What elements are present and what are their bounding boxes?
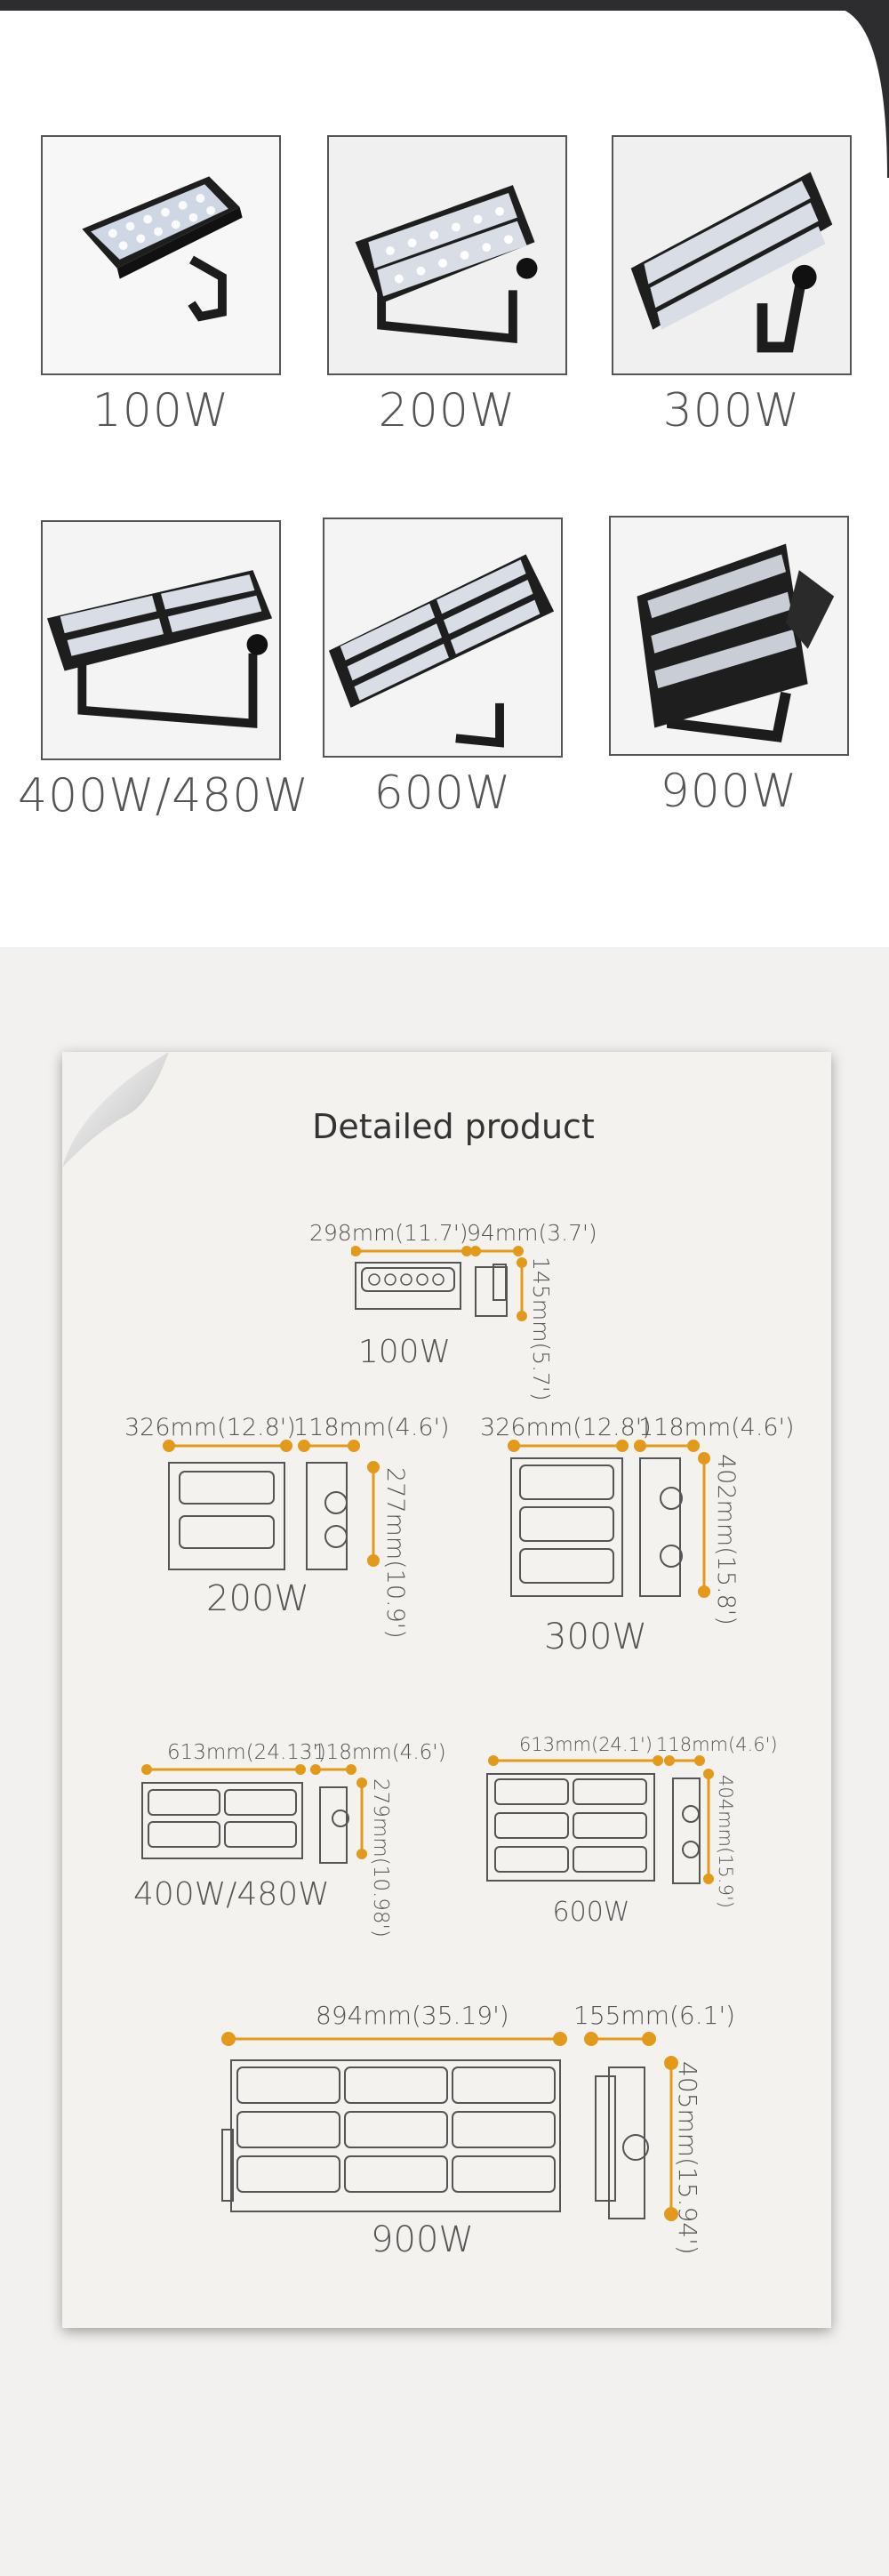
top-band bbox=[0, 0, 889, 11]
page-curl-icon bbox=[62, 1052, 169, 1168]
product-label: 600W bbox=[373, 766, 512, 820]
dim-height-300w: 402mm(15.8') bbox=[712, 1454, 740, 1625]
dim-height-100w: 145mm(5.7') bbox=[528, 1256, 554, 1401]
diagram-label-600w: 600W bbox=[552, 1897, 630, 1928]
dim-depth-300w: 118mm(4.6') bbox=[638, 1414, 795, 1441]
diagram-label-400w: 400W/480W bbox=[133, 1876, 330, 1913]
diagram-label-900w: 900W bbox=[371, 2219, 474, 2260]
product-thumb-100w bbox=[41, 135, 281, 375]
diagram-label-200w: 200W bbox=[206, 1578, 309, 1619]
dimension-diagram-300w bbox=[508, 1440, 710, 1598]
floodlight-900w-image bbox=[611, 518, 847, 754]
diagram-label-100w: 100W bbox=[357, 1334, 452, 1370]
dimension-diagram-400w bbox=[141, 1764, 367, 1864]
dim-depth-400w: 118mm(4.6') bbox=[313, 1741, 446, 1764]
dim-height-900w: 405mm(15.94') bbox=[673, 2061, 702, 2255]
product-label: 100W bbox=[92, 384, 230, 437]
product-thumb-400w bbox=[41, 520, 281, 760]
product-label: 400W/480W bbox=[18, 769, 309, 823]
dim-width-100w: 298mm(11.7') bbox=[309, 1220, 469, 1246]
dim-width-300w: 326mm(12.8') bbox=[480, 1414, 652, 1441]
dimension-diagram-200w bbox=[163, 1440, 380, 1570]
dimension-diagram-600w bbox=[486, 1755, 714, 1884]
floodlight-100w-image bbox=[43, 137, 279, 373]
dim-width-900w: 894mm(35.19') bbox=[316, 2001, 509, 2030]
floodlight-400w-image bbox=[43, 522, 279, 758]
dim-depth-200w: 118mm(4.6') bbox=[293, 1414, 450, 1441]
product-label: 900W bbox=[660, 765, 798, 818]
product-thumb-300w bbox=[612, 135, 852, 375]
detail-title: Detailed product bbox=[312, 1107, 595, 1146]
floodlight-300w-image bbox=[613, 137, 850, 373]
dim-depth-100w: 94mm(3.7') bbox=[467, 1220, 597, 1246]
diagram-label-300w: 300W bbox=[544, 1617, 647, 1657]
floodlight-200w-image bbox=[329, 137, 565, 373]
dim-width-400w: 613mm(24.13') bbox=[167, 1741, 326, 1764]
dim-height-600w: 404mm(15.9') bbox=[715, 1775, 736, 1908]
dim-width-200w: 326mm(12.8') bbox=[124, 1414, 296, 1441]
product-thumb-900w bbox=[609, 516, 849, 756]
dim-height-400w: 279mm(10.98') bbox=[369, 1778, 392, 1938]
corner-curve bbox=[836, 0, 889, 178]
product-thumb-600w bbox=[323, 518, 563, 758]
floodlight-600w-image bbox=[324, 519, 561, 756]
product-thumb-200w bbox=[327, 135, 567, 375]
dimension-diagram-900w bbox=[221, 2032, 678, 2221]
dim-width-600w: 613mm(24.1') bbox=[519, 1734, 653, 1755]
dim-depth-600w: 118mm(4.6') bbox=[656, 1734, 778, 1755]
dim-depth-900w: 155mm(6.1') bbox=[573, 2001, 736, 2030]
product-label: 200W bbox=[378, 384, 517, 437]
dim-height-200w: 277mm(10.9') bbox=[381, 1467, 409, 1639]
product-label: 300W bbox=[662, 384, 801, 437]
dimension-diagram-100w bbox=[351, 1246, 527, 1321]
